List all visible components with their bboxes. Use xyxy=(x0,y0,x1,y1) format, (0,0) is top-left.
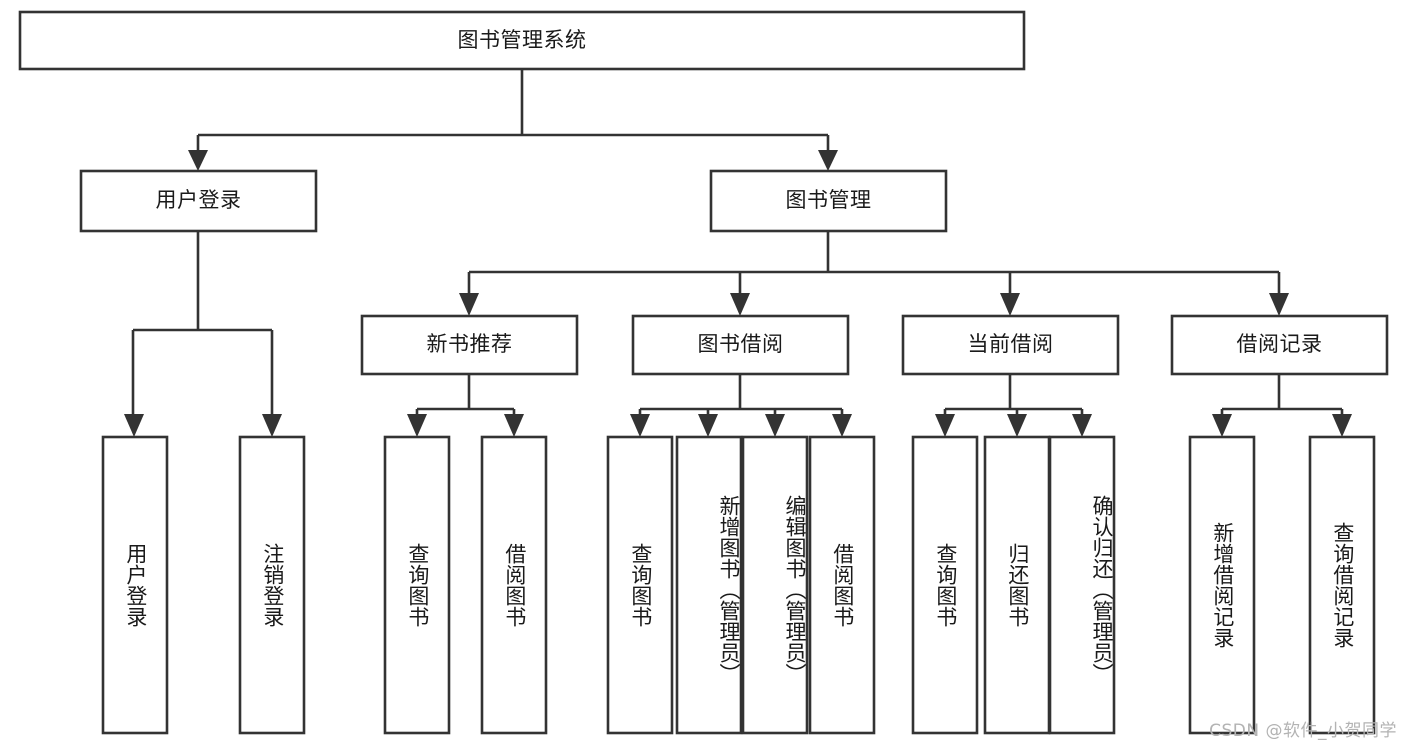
arrow-to-leaf-record-1 xyxy=(1212,414,1232,437)
node-box-leaf-borrow-2[interactable] xyxy=(675,435,743,735)
arrow-to-leaf-user-login-1 xyxy=(124,414,144,437)
node-box-leaf-user-login-1[interactable] xyxy=(101,435,169,735)
connector-recommend-bus xyxy=(415,374,516,418)
connector-record-bus xyxy=(1220,374,1344,418)
connector-root-bus xyxy=(196,69,830,152)
arrow-to-leaf-recommend-2 xyxy=(504,414,524,437)
arrow-to-book-borrow xyxy=(730,293,750,316)
node-box-leaf-user-login-2[interactable] xyxy=(238,435,306,735)
node-box-book-management[interactable] xyxy=(709,169,948,233)
watermark-text: CSDN @软件_小贺同学 xyxy=(1209,721,1397,741)
arrow-to-leaf-borrow-4 xyxy=(832,414,852,437)
node-box-leaf-record-2[interactable] xyxy=(1308,435,1376,735)
connector-book-management-bus xyxy=(467,231,1281,296)
node-box-leaf-recommend-1[interactable] xyxy=(383,435,451,735)
node-box-new-book-recommend[interactable] xyxy=(360,314,579,376)
node-box-book-borrow[interactable] xyxy=(631,314,850,376)
arrow-to-user-login xyxy=(188,150,208,171)
arrow-to-leaf-borrow-3 xyxy=(765,414,785,437)
arrow-to-book-management xyxy=(818,150,838,171)
node-box-current-borrow[interactable] xyxy=(901,314,1120,376)
node-box-leaf-borrow-1[interactable] xyxy=(606,435,674,735)
arrow-to-leaf-user-login-2 xyxy=(262,414,282,437)
arrow-to-new-book-recommend xyxy=(459,293,479,316)
node-box-leaf-current-2[interactable] xyxy=(983,435,1051,735)
node-box-leaf-borrow-4[interactable] xyxy=(808,435,876,735)
connector-borrow-bus xyxy=(638,374,844,418)
arrow-to-leaf-recommend-1 xyxy=(407,414,427,437)
node-box-leaf-recommend-2[interactable] xyxy=(480,435,548,735)
arrow-to-leaf-current-2 xyxy=(1007,414,1027,437)
arrow-to-leaf-borrow-1 xyxy=(630,414,650,437)
node-box-leaf-current-3[interactable] xyxy=(1048,435,1116,735)
node-box-leaf-borrow-3[interactable] xyxy=(741,435,809,735)
arrow-to-leaf-current-1 xyxy=(935,414,955,437)
connector-user-login-bus xyxy=(131,231,274,417)
node-box-root[interactable] xyxy=(18,10,1026,71)
node-box-user-login[interactable] xyxy=(79,169,318,233)
arrow-to-leaf-record-2 xyxy=(1332,414,1352,437)
node-box-borrow-record[interactable] xyxy=(1170,314,1389,376)
node-box-leaf-current-1[interactable] xyxy=(911,435,979,735)
connector-current-bus xyxy=(943,374,1084,418)
arrow-to-leaf-current-3 xyxy=(1072,414,1092,437)
arrow-to-leaf-borrow-2 xyxy=(698,414,718,437)
node-box-leaf-record-1[interactable] xyxy=(1188,435,1256,735)
arrow-to-borrow-record xyxy=(1269,293,1289,316)
arrow-to-current-borrow xyxy=(1000,293,1020,316)
